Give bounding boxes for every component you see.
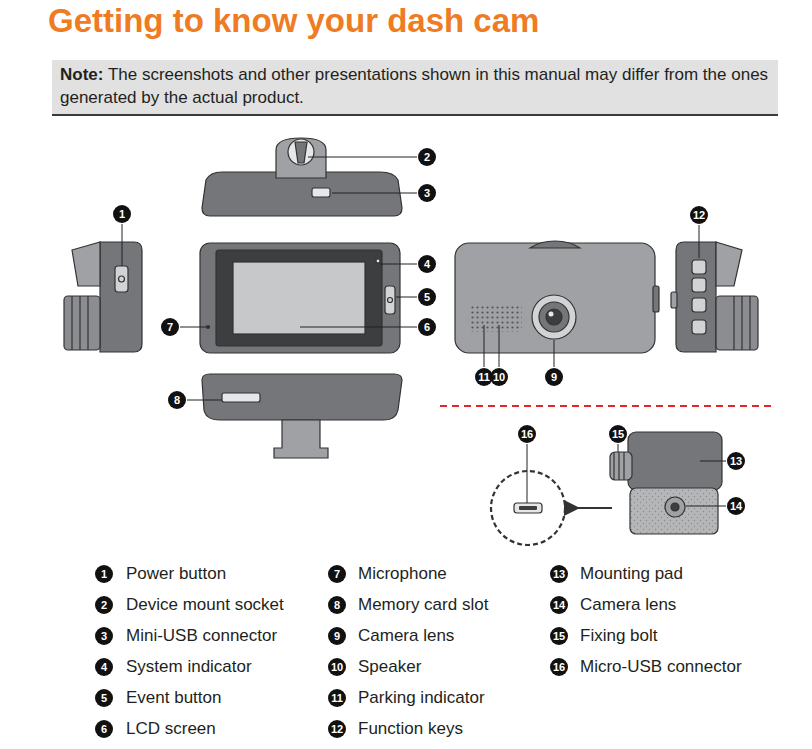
part-name: LCD screen [126,719,216,739]
part-name: Fixing bolt [580,626,657,646]
callout-number: 13 [727,452,745,470]
part-name: Camera lens [358,626,454,646]
part-name: Device mount socket [126,595,284,615]
callout-number: 3 [95,627,113,645]
callout-number: 1 [95,565,113,583]
callout-number: 4 [418,255,436,273]
part-name: Function keys [358,719,463,739]
part-name: Mounting pad [580,564,683,584]
part-name: Camera lens [580,595,676,615]
callout-number: 10 [490,368,508,386]
callout-number: 1 [113,205,131,223]
callout-number: 15 [550,627,568,645]
part-name: Memory card slot [358,595,488,615]
callout-number: 16 [550,658,568,676]
part-name: Speaker [358,657,421,677]
note-body: The screenshots and other presentations … [60,65,768,107]
callout-number: 13 [550,565,568,583]
callout-number: 5 [95,689,113,707]
callout-number: 6 [418,318,436,336]
callout-number: 14 [727,497,745,515]
note-band: Note: The screenshots and other presenta… [52,60,778,116]
callout-number: 10 [328,658,346,676]
callout-number: 7 [328,565,346,583]
callout-number: 7 [161,318,179,336]
callout-number: 2 [418,148,436,166]
callout-number: 3 [418,184,436,202]
callout-number: 9 [328,627,346,645]
callout-number: 11 [328,689,346,707]
part-name: Power button [126,564,226,584]
callout-number: 16 [518,425,536,443]
callout-number: 2 [95,596,113,614]
part-name: System indicator [126,657,252,677]
callout-number: 9 [545,368,563,386]
callout-number: 5 [418,288,436,306]
callout-number: 8 [328,596,346,614]
callout-number: 4 [95,658,113,676]
callout-number: 12 [690,206,708,224]
page-title: Getting to know your dash cam [48,2,539,40]
part-name: Parking indicator [358,688,485,708]
callout-number: 6 [95,720,113,738]
callout-number: 8 [168,391,186,409]
callout-number: 12 [328,720,346,738]
part-name: Event button [126,688,221,708]
callout-number: 15 [609,425,627,443]
part-name: Mini-USB connector [126,626,277,646]
part-name: Micro-USB connector [580,657,742,677]
note-heading: Note: [60,65,103,84]
callout-number: 14 [550,596,568,614]
part-name: Microphone [358,564,447,584]
